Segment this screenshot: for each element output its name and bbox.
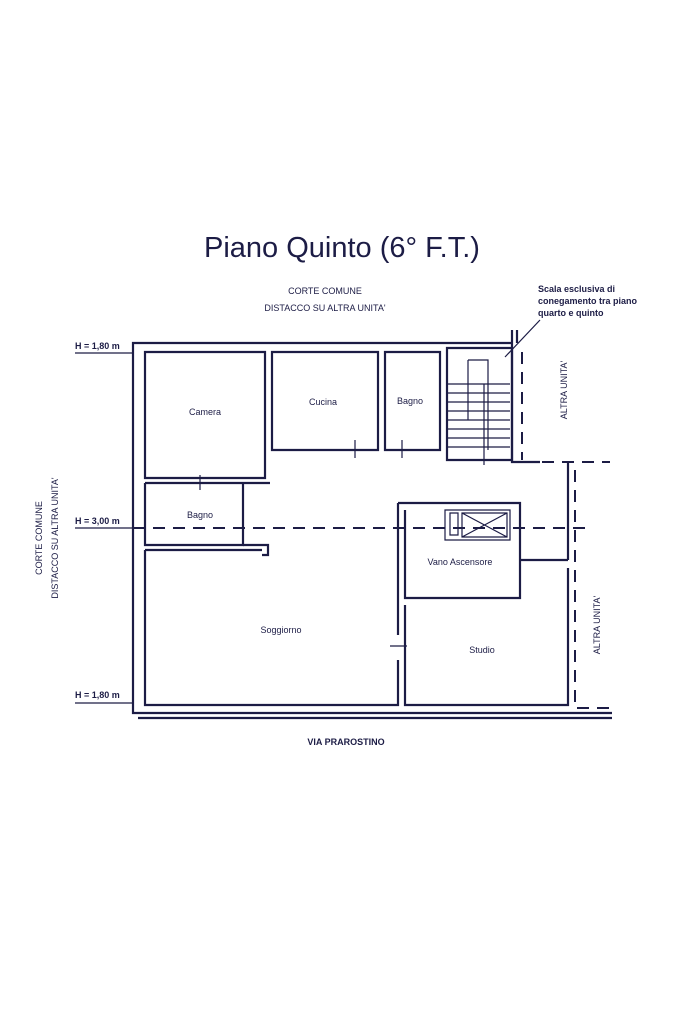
room-vano-ascensore: Vano Ascensore — [398, 501, 568, 600]
room-bagno-top: Bagno — [383, 350, 442, 458]
stair-note-1: Scala esclusiva di — [538, 284, 615, 294]
left-label-2: DISTACCO SU ALTRA UNITA' — [50, 477, 60, 599]
height-mid: H = 3,00 m — [75, 516, 120, 526]
plan-title: Piano Quinto (6° F.T.) — [204, 232, 480, 264]
room-label-cucina: Cucina — [309, 397, 337, 407]
room-label-vano-ascensore: Vano Ascensore — [428, 557, 493, 567]
top-label-1: CORTE COMUNE — [288, 286, 362, 296]
top-label-2: DISTACCO SU ALTRA UNITA' — [264, 303, 386, 313]
stair-note-3: quarto e quinto — [538, 308, 604, 318]
room-label-studio: Studio — [469, 645, 495, 655]
height-top: H = 1,80 m — [75, 341, 120, 351]
outer-walls — [131, 330, 612, 720]
left-label-1: CORTE COMUNE — [34, 501, 44, 575]
room-camera: Camera — [143, 350, 267, 480]
room-soggiorno: Soggiorno — [143, 503, 407, 707]
bottom-label: VIA PRAROSTINO — [307, 737, 384, 747]
dashed-boundaries — [133, 352, 612, 709]
room-label-camera: Camera — [189, 407, 221, 417]
room-label-bagno-top: Bagno — [397, 396, 423, 406]
right-label-2: ALTRA UNITA' — [592, 596, 602, 655]
room-cucina: Cucina — [270, 350, 380, 458]
stairs — [445, 346, 514, 465]
stair-note-leader — [504, 319, 541, 358]
room-studio: Studio — [403, 462, 570, 707]
room-bagno-left: Bagno — [143, 475, 270, 557]
right-label-1: ALTRA UNITA' — [559, 361, 569, 420]
stair-note-2: conegamento tra piano — [538, 296, 638, 306]
room-label-soggiorno: Soggiorno — [260, 625, 301, 635]
height-bottom: H = 1,80 m — [75, 690, 120, 700]
room-label-bagno-left: Bagno — [187, 510, 213, 520]
